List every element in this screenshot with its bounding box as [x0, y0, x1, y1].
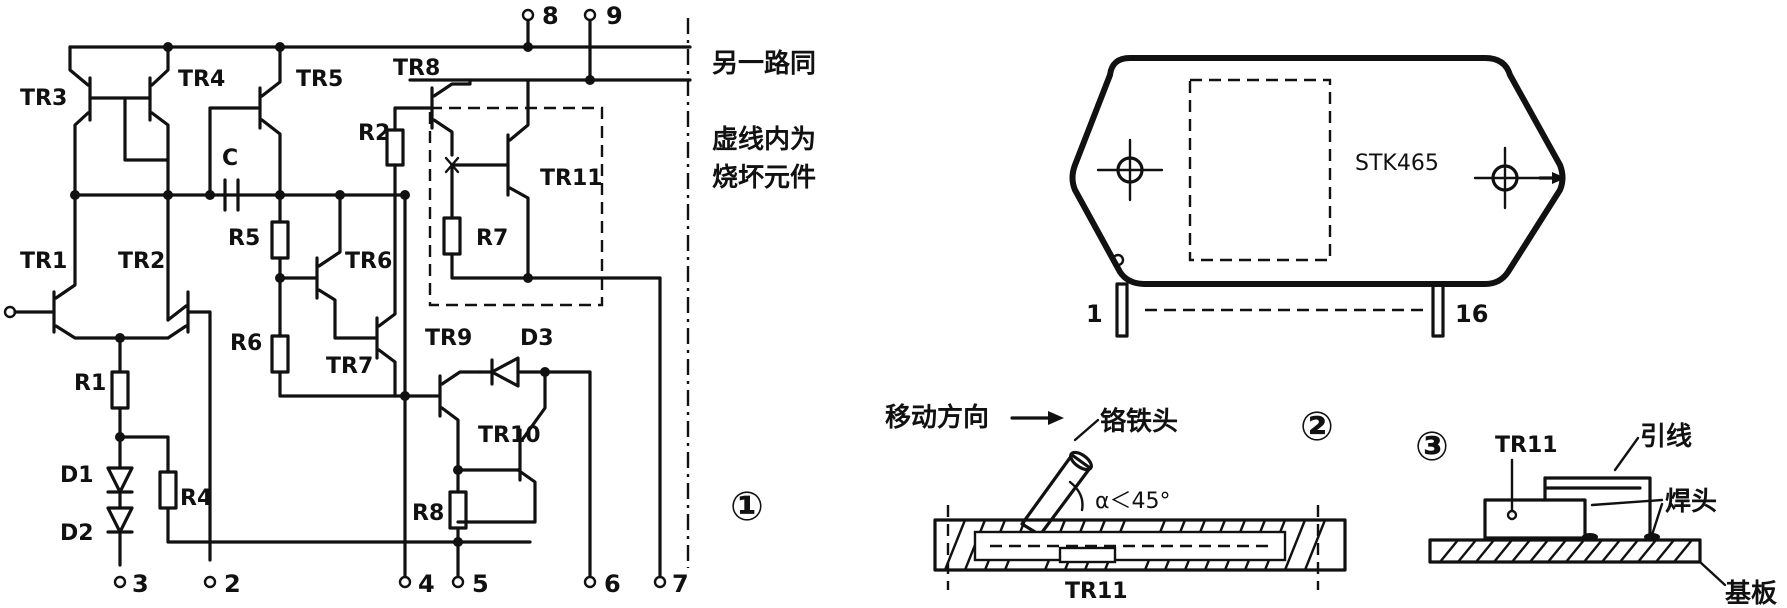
pin-4-label: 4	[418, 570, 435, 598]
note-other-channel: 另一路同	[712, 48, 816, 79]
tr9-label: TR9	[425, 326, 472, 351]
figure-2-chip-package: STK465 1 16	[1069, 55, 1566, 338]
r1-label: R1	[74, 371, 106, 396]
d1-label: D1	[60, 463, 94, 488]
tr6-label: TR6	[345, 249, 392, 274]
figure-1-circuit: 8 9 TR3 TR4 C TR5	[3, 2, 816, 598]
tr4-label: TR4	[178, 67, 225, 92]
pin-3-label: 3	[132, 570, 149, 598]
solder-joint-label: 焊头	[1665, 487, 1717, 517]
figure-3-number: ③	[1415, 424, 1449, 470]
tr8-label: TR8	[393, 56, 440, 81]
figure-3-lead-repair: ③ TR11 引线 焊头 基板	[1415, 422, 1777, 608]
chip-label: STK465	[1355, 151, 1439, 176]
tr1-label: TR1	[20, 249, 67, 274]
chip-pin-1-label: 1	[1086, 300, 1103, 328]
tr3-label: TR3	[20, 86, 67, 111]
lead-wire-label: 引线	[1640, 422, 1692, 452]
chip-pin-16-label: 16	[1455, 300, 1488, 328]
capacitor-c-label: C	[222, 146, 238, 171]
soldering-part-label: TR11	[1065, 579, 1128, 604]
pin-9-label: 9	[606, 2, 623, 30]
move-direction-label: 移动方向	[885, 402, 989, 433]
d3-label: D3	[520, 326, 554, 351]
pin-2-label: 2	[224, 570, 241, 598]
angle-label: α＜45°	[1095, 489, 1171, 514]
pin-8-label: 8	[542, 2, 559, 30]
tr2-label: TR2	[118, 249, 165, 274]
pin-6-label: 6	[604, 570, 621, 598]
tr10-label: TR10	[478, 423, 541, 448]
figure-3-part-label: TR11	[1495, 433, 1558, 458]
tr5-label: TR5	[296, 67, 343, 92]
figure-2-number: ②	[1300, 404, 1334, 450]
figure-2-soldering: 移动方向 铬铁头 α＜45° TR11 ②	[885, 402, 1347, 604]
r5-label: R5	[228, 226, 260, 251]
note-dashed-line: 虚线内为	[712, 125, 816, 155]
tr11-label: TR11	[540, 166, 603, 191]
base-board-label: 基板	[1725, 579, 1777, 608]
r2-label: R2	[358, 121, 390, 146]
r7-label: R7	[476, 226, 508, 251]
note-burned-parts: 烧坏元件	[712, 163, 816, 193]
r6-label: R6	[230, 331, 262, 356]
pin-7-label: 7	[672, 570, 689, 598]
d2-label: D2	[60, 521, 94, 546]
iron-tip-label: 铬铁头	[1100, 406, 1178, 437]
r4-label: R4	[180, 486, 212, 511]
pin-5-label: 5	[472, 570, 489, 598]
tr7-label: TR7	[326, 354, 373, 379]
figure-1-number: ①	[730, 484, 764, 530]
r8-label: R8	[412, 501, 444, 526]
